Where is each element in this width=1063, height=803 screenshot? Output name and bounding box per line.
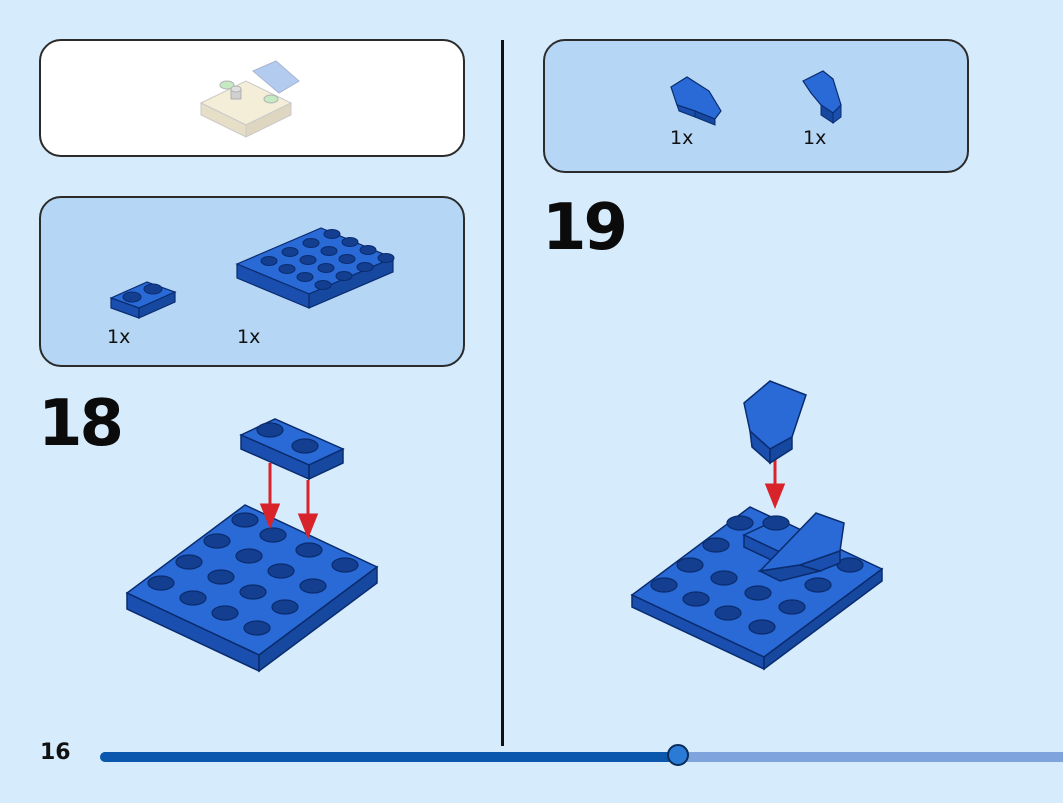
- step-18-part-1-qty: 1x: [107, 326, 131, 348]
- page-number: 16: [40, 740, 71, 765]
- step-19-part-1-qty: 1x: [670, 127, 694, 149]
- sub-build-preview-icon: [199, 60, 300, 138]
- wedge-right-icon: [670, 76, 722, 126]
- step-19-parts-panel: 1x 1x: [543, 39, 969, 173]
- step-18-assembly-illustration: [125, 418, 379, 673]
- progress-knob[interactable]: [666, 744, 689, 766]
- step-18-number: 18: [38, 387, 124, 461]
- progress-bar: [100, 744, 1063, 766]
- step-18-parts-panel: 1x 1x: [39, 196, 465, 367]
- step-19-number: 19: [542, 191, 628, 265]
- step-19-part-2-qty: 1x: [803, 127, 827, 149]
- plate-4x4-icon: [235, 227, 395, 309]
- plate-1x2-icon: [109, 281, 177, 319]
- wedge-left-icon: [802, 70, 842, 124]
- step-18-part-2-qty: 1x: [237, 326, 261, 348]
- column-divider: [501, 40, 504, 746]
- step-19-assembly-illustration: [630, 380, 884, 671]
- sub-build-panel: [39, 39, 465, 157]
- progress-fill: [100, 752, 678, 762]
